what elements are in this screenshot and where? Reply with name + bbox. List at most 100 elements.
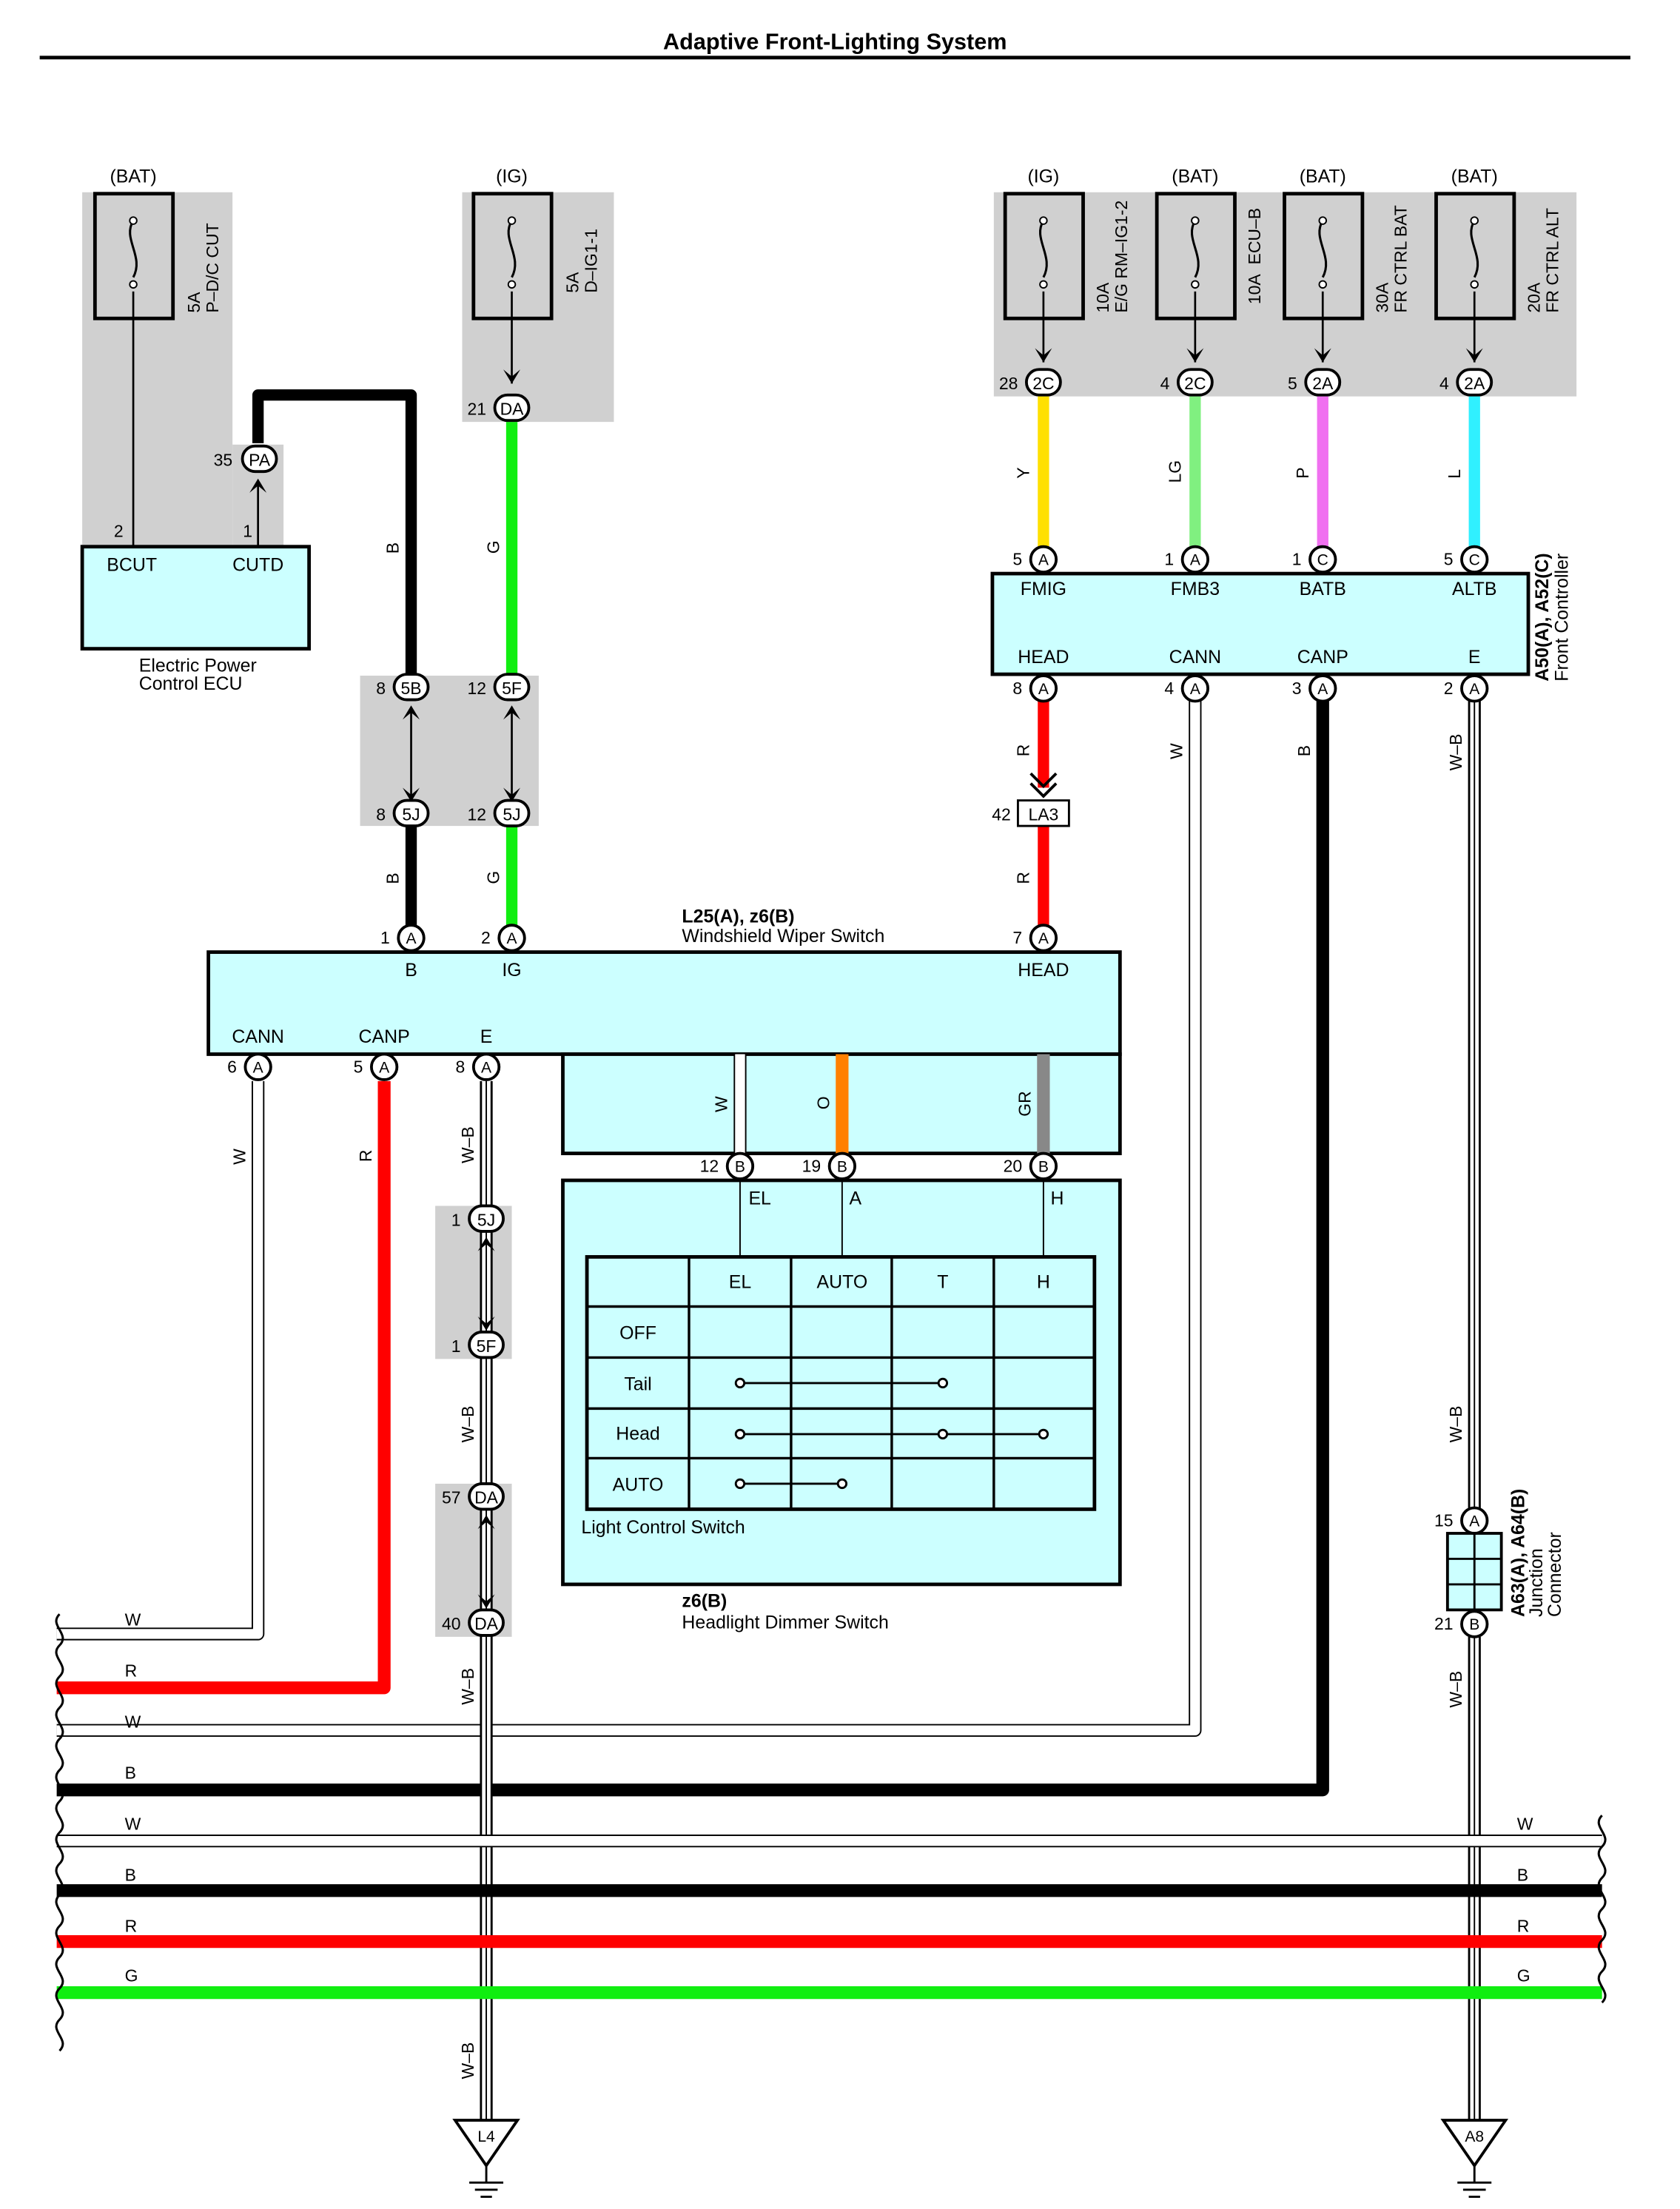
component-name: Electric Power	[139, 655, 257, 676]
fuse-name: FR CTRL ALT	[1542, 208, 1562, 313]
svg-text:G: G	[125, 1966, 138, 1985]
connector-5f-12: 5F 12	[467, 673, 531, 702]
svg-text:15: 15	[1434, 1510, 1454, 1530]
component-name: Control ECU	[139, 673, 243, 694]
svg-text:A: A	[481, 1059, 491, 1076]
svg-text:8: 8	[376, 804, 386, 824]
hd-pin: B20	[1004, 1151, 1058, 1180]
svg-text:5B: 5B	[400, 679, 421, 698]
svg-text:42: 42	[992, 804, 1011, 824]
connector-markers: PA 35 DA 21 2C 28 2C 4 2A 5 2A 4	[214, 368, 1493, 1637]
diagram-title: Adaptive Front-Lighting System	[663, 29, 1007, 54]
svg-text:5J: 5J	[477, 1210, 495, 1229]
windshield-wiper-switch: L25(A), z6(B) Windshield Wiper Switch B …	[206, 906, 1122, 1056]
wire-color-labels: Y LG P L B G B G R R W B W–B W R W–B W–B…	[229, 460, 1465, 2079]
svg-text:57: 57	[442, 1488, 461, 1507]
svg-text:5: 5	[1012, 550, 1022, 569]
svg-text:W: W	[125, 1712, 141, 1731]
svg-text:A: A	[1190, 681, 1200, 698]
component-code: A50(A), A52(C)	[1532, 553, 1553, 681]
svg-text:8: 8	[1012, 679, 1022, 698]
svg-text:A: A	[1469, 681, 1479, 698]
svg-text:R: R	[356, 1149, 375, 1162]
fuse-name: P–D/C CUT	[203, 223, 222, 312]
connector-5b: 5B 8	[376, 673, 430, 702]
jc-pin: A15	[1434, 1506, 1489, 1535]
svg-text:A: A	[507, 930, 517, 947]
svg-text:B: B	[1469, 1616, 1479, 1633]
term-canp: CANP	[359, 1026, 410, 1047]
bus-labels: W R W B W B R G W B R G	[125, 1610, 1533, 1985]
svg-text:2: 2	[1444, 679, 1454, 698]
svg-text:28: 28	[999, 374, 1018, 393]
svg-text:B: B	[383, 542, 402, 554]
svg-text:B: B	[125, 1763, 136, 1782]
term-head: HEAD	[1018, 647, 1069, 668]
svg-text:G: G	[483, 540, 503, 554]
svg-text:A8: A8	[1465, 2128, 1484, 2145]
fuse-rating: 5A	[563, 272, 582, 293]
svg-text:B: B	[837, 1158, 847, 1175]
component-code: L25(A), z6(B)	[682, 906, 794, 927]
svg-text:B: B	[125, 1865, 136, 1884]
ground-l4: L4	[452, 2119, 520, 2198]
chevron-down-icon	[1029, 772, 1058, 798]
svg-text:5J: 5J	[402, 804, 420, 824]
wires	[56, 291, 1602, 2121]
row-head: Head	[616, 1424, 660, 1445]
svg-text:A: A	[1038, 681, 1049, 698]
front-controller: FMIG FMB3 BATB ALTB HEAD CANN CANP E A50…	[990, 553, 1573, 682]
svg-text:5: 5	[1444, 550, 1454, 569]
term-el: EL	[748, 1188, 771, 1209]
term-batb: BATB	[1300, 579, 1346, 599]
connector-5j-1: 5J 1	[451, 1204, 505, 1233]
svg-text:C: C	[1317, 552, 1328, 569]
svg-text:R: R	[1517, 1916, 1530, 1935]
term-cann: CANN	[1169, 647, 1222, 668]
light-control-switch-table: EL AUTO T H OFF Tail Head AUTO Light Con…	[581, 1255, 1097, 1538]
svg-text:W–B: W–B	[458, 2042, 477, 2079]
svg-text:2A: 2A	[1464, 374, 1485, 393]
fuse-name: ECU–B	[1245, 208, 1264, 265]
svg-text:R: R	[125, 1916, 138, 1935]
component-name: Junction	[1526, 1548, 1547, 1617]
fuse-rating: 20A	[1524, 282, 1543, 313]
fuse-icon	[129, 220, 138, 278]
term-fmb3: FMB3	[1171, 579, 1220, 599]
svg-text:B: B	[735, 1158, 745, 1175]
col-auto: AUTO	[817, 1272, 868, 1293]
junction-connector: A63(A), A64(B) Junction Connector	[1445, 1489, 1565, 1617]
connector-da-21: DA 21	[467, 393, 531, 423]
svg-text:LG: LG	[1166, 460, 1185, 483]
ws-pin: A8	[456, 1052, 501, 1081]
fc-pin: C1	[1292, 545, 1337, 574]
svg-text:4: 4	[1160, 374, 1170, 393]
fuse-name: E/G RM–IG1-2	[1112, 201, 1131, 313]
col-el: EL	[729, 1272, 752, 1293]
svg-text:4: 4	[1164, 679, 1174, 698]
wire-break-marks	[55, 1613, 1607, 2052]
svg-text:19: 19	[802, 1156, 821, 1175]
svg-text:B: B	[383, 872, 402, 884]
svg-text:5F: 5F	[502, 679, 522, 698]
ws-pin: A6	[227, 1052, 272, 1081]
fc-pin: A3	[1292, 674, 1337, 703]
pin-circles: A5 A1 C1 C5 A8 A4 A3 A2 A1 A2 A7 A6 A5 A…	[227, 545, 1489, 1638]
svg-text:A: A	[1038, 930, 1049, 947]
svg-text:12: 12	[700, 1156, 719, 1175]
connector-la3: LA3 42	[992, 799, 1070, 827]
svg-text:7: 7	[1012, 928, 1022, 947]
svg-text:1: 1	[451, 1337, 461, 1356]
term-head: HEAD	[1018, 960, 1069, 981]
svg-text:PA: PA	[249, 451, 271, 470]
svg-text:40: 40	[442, 1614, 461, 1633]
fuse-icon	[1039, 220, 1048, 278]
fuse-eg-rm-ig1-2: (IG) 10A E/G RM–IG1-2	[1003, 166, 1131, 320]
fuse-fr-ctrl-alt: (BAT) 20A FR CTRL ALT	[1434, 166, 1562, 320]
svg-text:8: 8	[456, 1057, 466, 1076]
pin-label: 2	[114, 521, 124, 540]
svg-text:B: B	[1517, 1865, 1528, 1884]
svg-text:8: 8	[376, 679, 386, 698]
connector-5f-1: 5F 1	[451, 1331, 505, 1359]
